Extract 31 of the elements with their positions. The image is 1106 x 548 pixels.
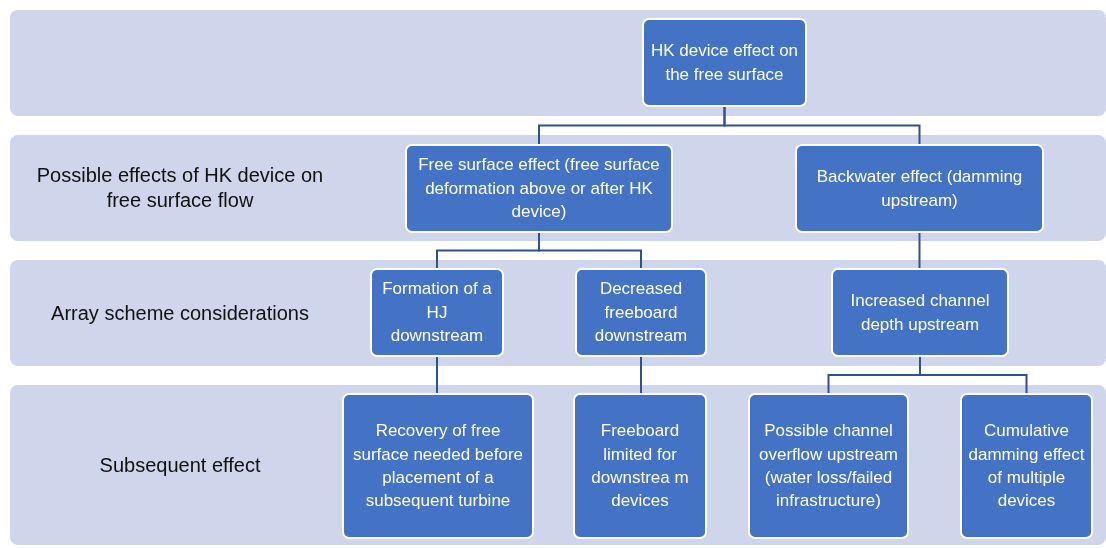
connector-line — [640, 356, 642, 394]
row-label: Subsequent effect — [98, 452, 262, 478]
box-text: Cumulative damming effect of multiple devices — [968, 420, 1085, 513]
box-text: Decreased freeboard downstream — [593, 278, 689, 348]
process-box — [960, 393, 1093, 539]
box-text: Recovery of free surface needed before placement of a subsequent turbine — [351, 420, 525, 513]
box-text: HK device effect on the free surface — [650, 40, 799, 86]
row-band — [10, 10, 1106, 116]
box-text: Increased channel depth upstream — [849, 290, 991, 336]
connector-line — [918, 232, 921, 269]
box-text: Formation of a HJ downstream — [381, 278, 493, 348]
box-text: Free surface effect (free surface deformation above or after HK device) — [417, 154, 661, 224]
row-band — [10, 385, 1106, 545]
process-box — [405, 144, 673, 233]
box-text: Freeboard limited for downstrea m devices — [590, 420, 690, 513]
row-band — [10, 135, 1106, 241]
process-box — [795, 144, 1044, 233]
box-text: Possible channel overflow upstream (water loss/failed infrastructure) — [758, 420, 899, 513]
process-box — [642, 18, 807, 107]
connector-line — [723, 106, 921, 145]
process-box — [342, 393, 534, 539]
process-box — [748, 393, 909, 539]
process-box — [831, 268, 1009, 357]
process-box — [573, 393, 707, 539]
row-label: Possible effects of HK device on free surface flow — [35, 163, 325, 213]
row-label: Array scheme considerations — [50, 300, 310, 326]
row-band — [10, 260, 1106, 366]
box-text: Backwater effect (damming upstream) — [815, 166, 1024, 212]
process-box — [370, 268, 504, 357]
connector-line — [436, 356, 438, 394]
process-box — [575, 268, 707, 357]
